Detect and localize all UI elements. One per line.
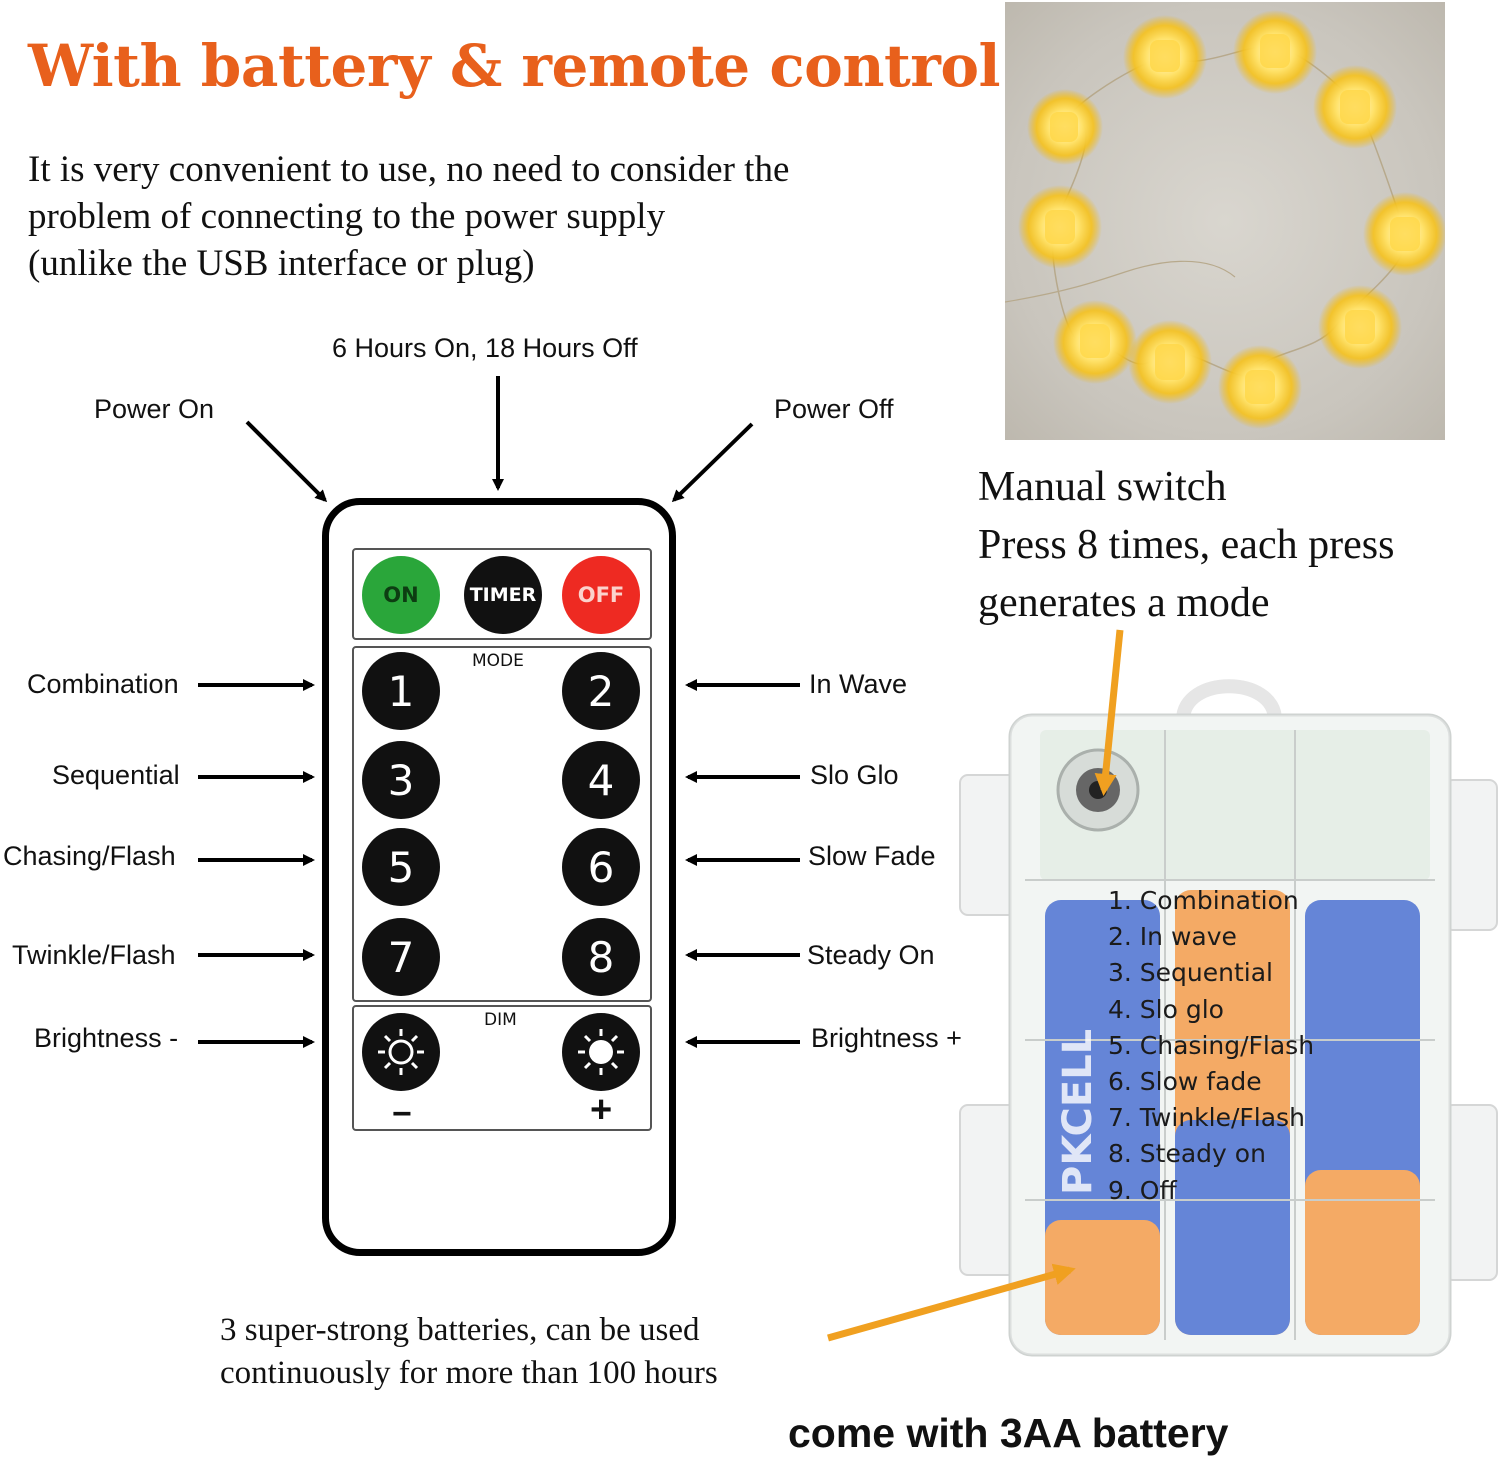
manual-line-3: generates a mode — [978, 580, 1270, 626]
sun-outline-icon — [378, 1029, 424, 1075]
mode-4-label: 4 — [587, 755, 615, 805]
off-button[interactable]: OFF — [562, 556, 640, 634]
mode-8-label: 8 — [587, 932, 615, 982]
power-off-arrow — [671, 422, 754, 503]
power-off-label: Power Off — [774, 394, 894, 424]
remote-control: ON TIMER OFF MODE 1 2 3 4 5 6 7 8 DIM — [322, 498, 676, 1256]
footer-text: come with 3AA battery — [788, 1410, 1229, 1456]
manual-switch-text: Manual switch Press 8 times, each press … — [978, 458, 1394, 632]
mode-3-label: 3 — [387, 755, 415, 805]
mode-button-4[interactable]: 4 — [562, 741, 640, 819]
minus-sign: − — [392, 1095, 412, 1133]
battery-mode-8: 8. Steady on — [1108, 1139, 1266, 1169]
intro-line-1: It is very convenient to use, no need to… — [28, 149, 790, 190]
timer-button[interactable]: TIMER — [464, 556, 542, 634]
manual-switch-arrow — [1094, 629, 1124, 796]
mode-6-label: 6 — [587, 842, 615, 892]
label-steady-on: Steady On — [807, 940, 935, 970]
fairy-lights-photo — [1005, 2, 1445, 440]
mode-1-label: 1 — [387, 666, 415, 716]
brightness-up-button[interactable] — [562, 1013, 640, 1091]
label-brightness-minus: Brightness - — [34, 1023, 179, 1053]
manual-line-2: Press 8 times, each press — [978, 522, 1395, 568]
label-sequential: Sequential — [52, 760, 180, 790]
intro-line-2: problem of connecting to the power suppl… — [28, 196, 666, 237]
label-slow-fade: Slow Fade — [808, 841, 936, 871]
power-on-arrow — [245, 420, 328, 503]
label-chasing-flash: Chasing/Flash — [3, 841, 176, 871]
manual-line-1: Manual switch — [978, 464, 1227, 510]
brightness-down-button[interactable] — [362, 1013, 440, 1091]
battery-mode-3: 3. Sequential — [1108, 958, 1274, 988]
batteries-note-line-2: continuously for more than 100 hours — [220, 1355, 718, 1391]
battery-mode-9: 9. Off — [1108, 1175, 1177, 1205]
page-title: With battery & remote control — [28, 32, 1001, 100]
label-twinkle-flash: Twinkle/Flash — [12, 940, 176, 970]
battery-mode-6: 6. Slow fade — [1108, 1067, 1262, 1097]
battery-arrow — [827, 1263, 1076, 1342]
timer-label: 6 Hours On, 18 Hours Off — [332, 333, 638, 363]
fairy-lights-illustration — [1005, 10, 1445, 429]
sun-filled-icon — [578, 1029, 624, 1075]
mode-7-label: 7 — [387, 932, 415, 982]
mode-5-label: 5 — [387, 842, 415, 892]
remote-arrows — [198, 376, 800, 1048]
label-combination: Combination — [27, 669, 179, 699]
battery-mode-2: 2. In wave — [1108, 922, 1237, 952]
off-button-label: OFF — [577, 583, 625, 607]
mode-button-6[interactable]: 6 — [562, 828, 640, 906]
intro-text: It is very convenient to use, no need to… — [28, 146, 928, 287]
battery-box-illustration — [959, 679, 1498, 1357]
mode-button-3[interactable]: 3 — [362, 741, 440, 819]
battery-mode-7: 7. Twinkle/Flash — [1108, 1103, 1305, 1133]
mode-button-1[interactable]: 1 — [362, 652, 440, 730]
mode-button-5[interactable]: 5 — [362, 828, 440, 906]
label-slo-glo: Slo Glo — [810, 760, 899, 790]
dim-panel: DIM − — [352, 1005, 652, 1133]
battery-box: PKCELL 1. Combination 2. In wave 3. Sequ… — [955, 675, 1500, 1365]
mode-2-label: 2 — [587, 666, 615, 716]
label-in-wave: In Wave — [809, 669, 908, 699]
dim-label: DIM — [484, 1010, 517, 1030]
power-on-label: Power On — [94, 394, 215, 424]
battery-mode-5: 5. Chasing/Flash — [1108, 1030, 1315, 1060]
battery-mode-1: 1. Combination — [1108, 886, 1299, 915]
batteries-note: 3 super-strong batteries, can be used co… — [220, 1309, 718, 1395]
power-panel: ON TIMER OFF — [352, 548, 652, 640]
batteries-note-line-1: 3 super-strong batteries, can be used — [220, 1312, 700, 1348]
battery-mode-4: 4. Slo glo — [1108, 994, 1224, 1024]
mode-button-8[interactable]: 8 — [562, 918, 640, 996]
battery-mode-list: 1. Combination 2. In wave 3. Sequential … — [1108, 883, 1314, 1209]
mode-button-2[interactable]: 2 — [562, 652, 640, 730]
timer-button-label: TIMER — [469, 584, 537, 606]
mode-label: MODE — [472, 651, 524, 671]
intro-line-3: (unlike the USB interface or plug) — [28, 243, 535, 284]
mode-panel: MODE 1 2 3 4 5 6 7 8 — [352, 646, 652, 1002]
label-brightness-plus: Brightness + — [811, 1023, 962, 1053]
plus-sign: + — [590, 1089, 613, 1131]
on-button-label: ON — [383, 583, 419, 607]
on-button[interactable]: ON — [362, 556, 440, 634]
mode-button-7[interactable]: 7 — [362, 918, 440, 996]
